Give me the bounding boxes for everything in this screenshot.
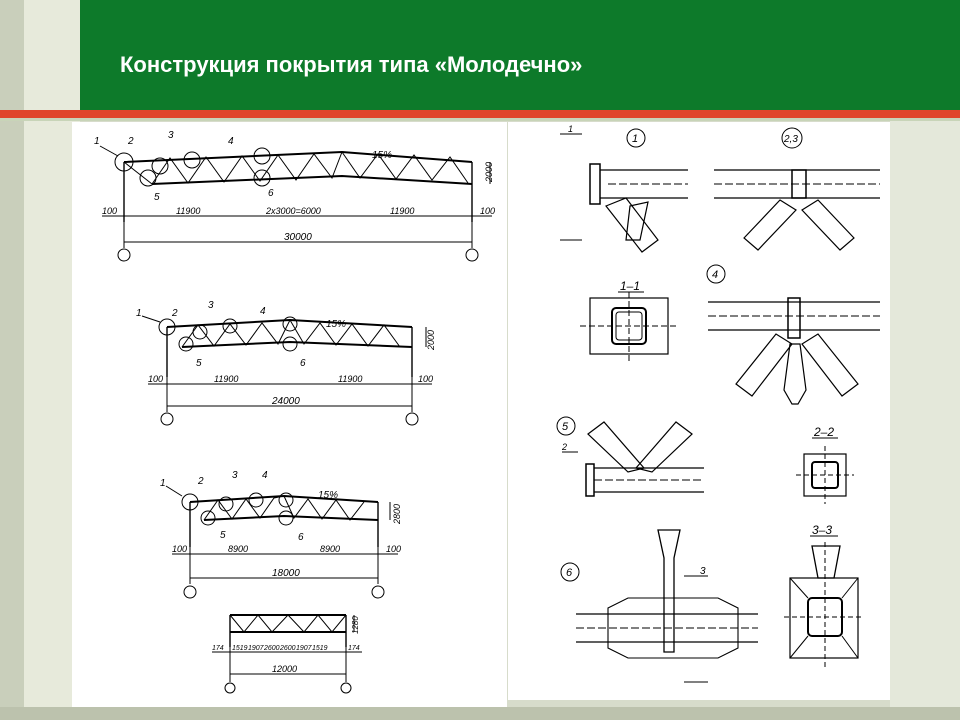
t2-node-5: 5 [196, 358, 202, 369]
cut-3: 3 [700, 566, 706, 577]
t2-dim-2: 11900 [338, 374, 362, 384]
truss-30m: 1 2 3 4 5 6 15% 2000 100 11900 2x3000=60… [94, 130, 495, 262]
t3-node-4: 4 [262, 470, 268, 481]
t4-dim-2: 1907 [248, 645, 265, 652]
detail-1-label: 1 [632, 133, 638, 145]
t4-dim-6: 1519 [312, 645, 328, 652]
section-2-2: 2–2 [796, 425, 854, 504]
t4-dim-7: 174 [348, 645, 360, 652]
t3-node-1: 1 [160, 478, 166, 489]
truss-drawings-svg: 1 2 3 4 5 6 15% 2000 100 11900 2x3000=60… [94, 130, 495, 694]
t4-dim-4: 2600 [279, 645, 296, 652]
detail-6-label: 6 [566, 567, 573, 579]
t4-dim-1: 1519 [232, 645, 248, 652]
t3-dim-3: 100 [386, 544, 401, 554]
slide-title: Конструкция покрытия типа «Молодечно» [120, 52, 583, 77]
t3-node-5: 5 [220, 530, 226, 541]
t2-node-4: 4 [260, 306, 266, 317]
t2-node-3: 3 [208, 300, 214, 311]
truss-24m: 1 2 3 4 5 6 15% 2000 100 11900 11900 100… [136, 300, 436, 426]
t1-dim-0: 100 [102, 206, 117, 216]
t1-dim-4: 100 [480, 206, 495, 216]
t1-dim-2: 2x3000=6000 [265, 206, 321, 216]
detail-4-label: 4 [712, 269, 718, 281]
cut-1-top: 1 [568, 124, 573, 134]
t2-dim-1: 11900 [214, 374, 238, 384]
section-33-label: 3–3 [812, 523, 832, 537]
t2-span: 24000 [271, 396, 300, 407]
header-band [80, 0, 960, 110]
t1-slope: 15% [372, 150, 392, 161]
t3-height: 2800 [392, 504, 402, 525]
section-3-3: 3–3 [784, 523, 864, 668]
t2-node-6: 6 [300, 358, 306, 369]
t1-dim-3: 11900 [390, 206, 414, 216]
t3-node-2: 2 [197, 476, 204, 487]
detail-4: 4 [706, 264, 880, 405]
bottom-decor-strip [0, 707, 960, 720]
t4-dim-0: 174 [212, 645, 224, 652]
accent-line-secondary [0, 118, 960, 121]
detail-2-3: 2,3 [714, 127, 880, 251]
t4-span: 12000 [272, 664, 297, 674]
t1-node-2: 2 [127, 136, 134, 147]
detail-23-label: 2,3 [783, 134, 798, 145]
t2-dim-0: 100 [148, 374, 163, 384]
truss-12m: 1280 174 1519 1907 2600 2600 1907 1519 1… [212, 614, 362, 694]
t1-node-6: 6 [268, 188, 274, 199]
truss-drawings-sheet: 1 2 3 4 5 6 15% 2000 100 11900 2x3000=60… [72, 122, 507, 707]
cut-2: 2 [561, 442, 567, 452]
t2-node-2: 2 [171, 308, 178, 319]
t2-dim-3: 100 [418, 374, 433, 384]
detail-6: 6 3 [560, 529, 758, 683]
t3-dim-2: 8900 [320, 544, 340, 554]
t1-span: 30000 [284, 232, 312, 243]
node-details-svg: 1 1 2,3 1–1 4 [556, 124, 880, 683]
t2-slope: 15% [326, 319, 346, 330]
section-22-label: 2–2 [813, 425, 834, 439]
t3-span: 18000 [272, 568, 300, 579]
t2-height: 2000 [426, 330, 436, 351]
t3-dim-1: 8900 [228, 544, 248, 554]
node-details-sheet: 1 1 2,3 1–1 4 [508, 122, 890, 700]
t4-dim-3: 2600 [263, 645, 280, 652]
t4-height: 1280 [351, 616, 360, 634]
accent-line [0, 110, 960, 118]
t2-node-1: 1 [136, 308, 142, 319]
detail-5-label: 5 [562, 421, 569, 433]
t3-node-6: 6 [298, 532, 304, 543]
section-1-1: 1–1 [580, 279, 678, 362]
t3-node-3: 3 [232, 470, 238, 481]
t1-node-3: 3 [168, 130, 174, 141]
t1-dim-1: 11900 [176, 206, 200, 216]
left-decor-strip [0, 0, 24, 720]
detail-1: 1 1 [560, 124, 688, 253]
t1-node-5: 5 [154, 192, 160, 203]
section-11-label: 1–1 [620, 279, 640, 293]
t4-dim-5: 1907 [296, 645, 313, 652]
t3-dim-0: 100 [172, 544, 187, 554]
t1-node-1: 1 [94, 136, 100, 147]
t1-node-4: 4 [228, 136, 234, 147]
t3-slope: 15% [318, 490, 338, 501]
truss-18m: 1 2 3 4 5 6 15% 2800 100 8900 8900 100 1… [160, 470, 402, 599]
detail-5: 5 2 [556, 416, 704, 497]
t1-height: 2000 [484, 162, 494, 183]
